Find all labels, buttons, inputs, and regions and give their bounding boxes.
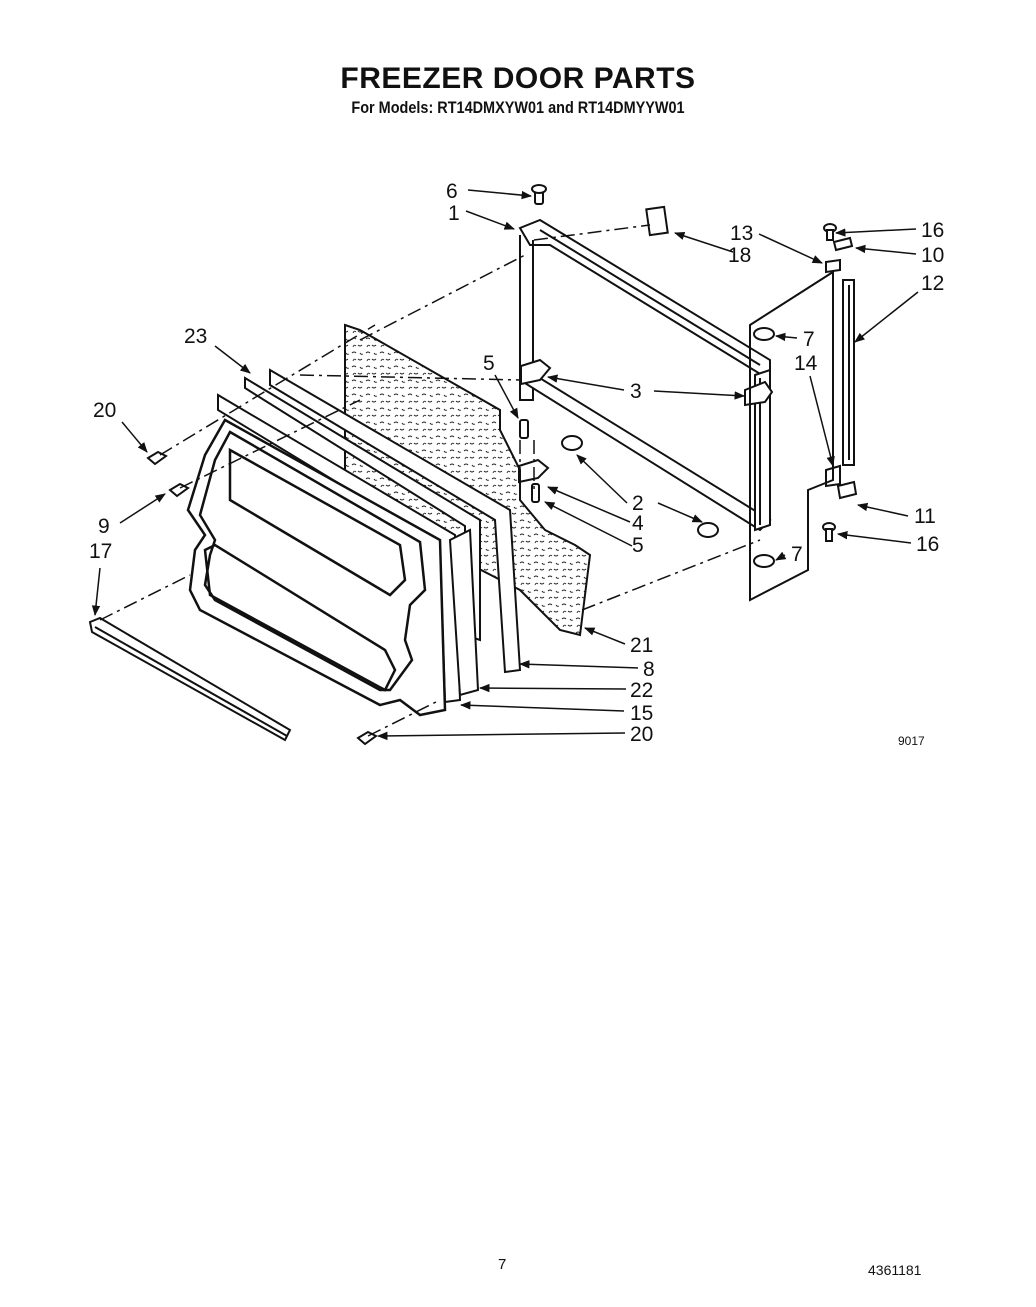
page-number: 7 — [498, 1256, 507, 1273]
callout-6: 6 — [446, 180, 458, 203]
callout-3: 3 — [630, 380, 642, 403]
callout-18: 18 — [728, 244, 751, 267]
callout-13: 13 — [730, 222, 753, 245]
callout-20: 20 — [93, 399, 116, 422]
callout-9: 9 — [98, 515, 110, 538]
callout-12: 12 — [921, 272, 944, 295]
callout-15: 15 — [630, 702, 653, 725]
callout-leaders — [91, 189, 919, 741]
callout-22: 22 — [630, 679, 653, 702]
handle-parts — [645, 205, 858, 542]
handle-outline — [749, 270, 834, 602]
callout-20b: 20 — [630, 723, 653, 746]
callout-16: 16 — [921, 219, 944, 242]
alignment-lines — [99, 224, 834, 737]
callout-7b: 7 — [791, 543, 803, 566]
callout-5: 5 — [483, 352, 495, 375]
callout-17: 17 — [89, 540, 112, 563]
callout-16b: 16 — [916, 533, 939, 556]
door-bottom-seal — [88, 616, 292, 742]
callout-2: 2 — [632, 492, 644, 515]
callout-23: 23 — [184, 325, 207, 348]
door-panel — [186, 418, 447, 717]
door-liner-foam — [344, 323, 592, 637]
callout-4: 4 — [632, 512, 644, 535]
door-frame-assembly — [518, 218, 772, 532]
callout-1: 1 — [448, 202, 460, 225]
fasteners — [519, 184, 775, 568]
diagram-code: 9017 — [898, 734, 925, 748]
callout-8: 8 — [643, 658, 655, 681]
model-subtitle: For Models: RT14DMXYW01 and RT14DMYYW01 — [351, 98, 685, 117]
callout-21: 21 — [630, 634, 653, 657]
document-number: 4361181 — [868, 1262, 922, 1278]
callout-11: 11 — [914, 505, 936, 528]
callout-5b: 5 — [632, 534, 644, 557]
callout-7: 7 — [803, 328, 815, 351]
callout-labels: 6 1 13 18 16 10 12 23 7 14 5 3 20 2 4 9 … — [89, 180, 944, 748]
callout-14: 14 — [794, 352, 818, 375]
page-title: FREEZER DOOR PARTS — [340, 62, 696, 95]
callout-10: 10 — [921, 244, 944, 267]
